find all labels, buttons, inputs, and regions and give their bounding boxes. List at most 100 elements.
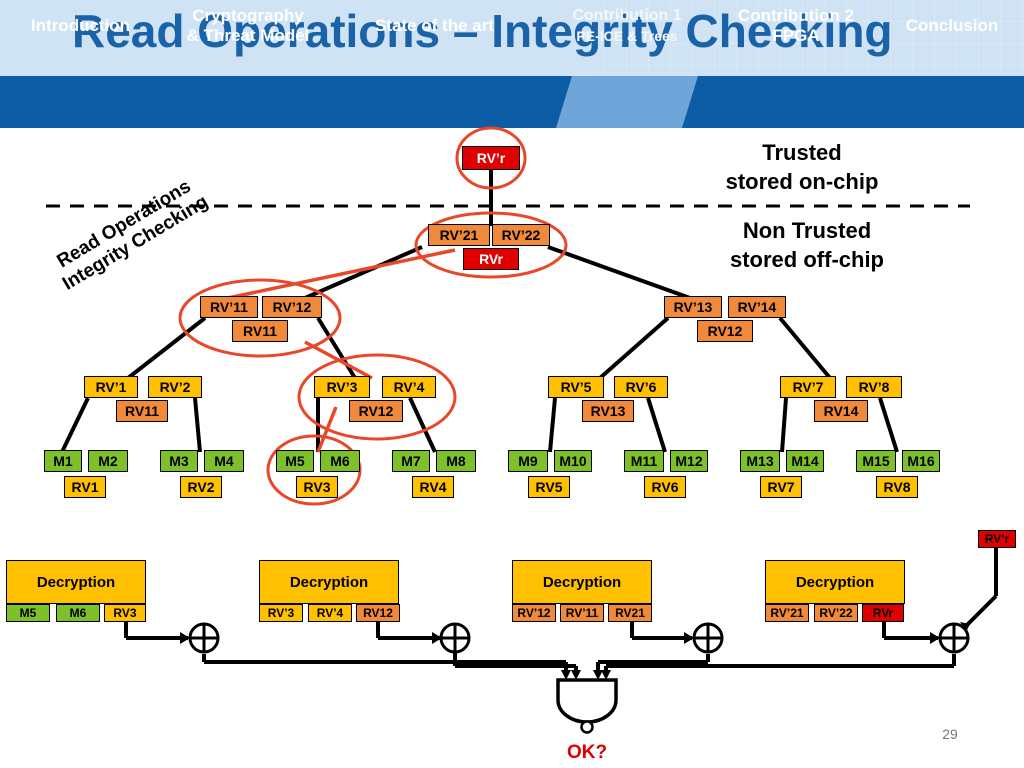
decryption-input: M5 (6, 604, 50, 622)
level1-rv-node: RV11 (116, 400, 168, 422)
nav-item-state-of-the-art[interactable]: State of the art (352, 0, 517, 52)
nav-item-label: Introduction (30, 16, 131, 35)
leaf-rv-node: RV3 (296, 476, 338, 498)
level1-node: RV’7 (780, 376, 836, 398)
leaf-memory-block: M8 (436, 450, 476, 472)
leaf-memory-block: M15 (856, 450, 896, 472)
nav-item-conclusion[interactable]: Conclusion (886, 0, 1018, 52)
result-label: OK? (566, 742, 608, 763)
decryption-input: RV’12 (512, 604, 556, 622)
level2-node: RV’14 (728, 296, 786, 318)
untrusted-label-line2: stored off-chip (730, 247, 884, 272)
leaf-rv-node: RV4 (412, 476, 454, 498)
leaf-memory-block: M1 (44, 450, 82, 472)
leaf-memory-block: M14 (786, 450, 824, 472)
leaf-memory-block: M13 (740, 450, 780, 472)
level3-rv-node: RVr (463, 248, 519, 270)
slide-header (0, 0, 1024, 76)
level2-node: RV’11 (200, 296, 258, 318)
leaf-rv-node: RV6 (644, 476, 686, 498)
decryption-block-2: Decryption (259, 560, 399, 604)
leaf-memory-block: M3 (160, 450, 198, 472)
leaf-memory-block: M6 (320, 450, 360, 472)
decryption-input: RV12 (356, 604, 400, 622)
leaf-rv-node: RV1 (64, 476, 106, 498)
tree-edges (60, 170, 899, 453)
nav-item-introduction[interactable]: Introduction (8, 0, 153, 52)
leaf-rv-node: RV5 (528, 476, 570, 498)
leaf-memory-block: M9 (508, 450, 548, 472)
level3-right-node: RV’22 (492, 224, 550, 246)
xor-crosses (190, 624, 968, 652)
level1-node: RV’1 (84, 376, 138, 398)
tree-root-node: RV’r (462, 146, 520, 170)
leaf-memory-block: M12 (670, 450, 708, 472)
level2-node: RV’12 (262, 296, 322, 318)
level1-node: RV’2 (148, 376, 202, 398)
level1-node: RV’3 (314, 376, 370, 398)
level3-left-node: RV’21 (428, 224, 490, 246)
leaf-rv-node: RV7 (760, 476, 802, 498)
decryption-input: RV’22 (814, 604, 858, 622)
leaf-memory-block: M2 (88, 450, 128, 472)
level1-node: RV’5 (548, 376, 604, 398)
highlight-ellipses (178, 126, 568, 506)
slide-title: Read Operations – Integrity Checking (72, 5, 893, 57)
nav-item-label: Cryptography (192, 6, 304, 25)
nav-item-label: Conclusion (905, 16, 999, 35)
nav-active-tab-background (556, 76, 698, 128)
leaf-memory-block: M4 (204, 450, 244, 472)
arrowheads (180, 622, 970, 680)
untrusted-label: Non Trusted stored off-chip (712, 216, 902, 274)
level1-rv-node: RV12 (349, 400, 403, 422)
nav-item-contribution-1[interactable]: Contribution 1 PE-ICE & Trees (556, 0, 698, 52)
level1-node: RV’8 (846, 376, 902, 398)
circuit-pattern (604, 0, 1024, 76)
xor-symbols (188, 622, 970, 654)
nav-item-contribution-2[interactable]: Contribution 2 FPGA (716, 0, 876, 52)
nav-item-label: State of the art (374, 16, 495, 35)
untrusted-label-line1: Non Trusted (742, 218, 872, 243)
nav-item-label: Contribution 1 (572, 7, 682, 24)
decryption-input: RV’3 (259, 604, 303, 622)
nav-item-label: Contribution 2 (737, 6, 855, 25)
nav-item-sublabel: & Threat Model (186, 26, 310, 45)
decryption-input: RV21 (608, 604, 652, 622)
leaf-memory-block: M5 (276, 450, 314, 472)
nav-item-cryptography[interactable]: Cryptography & Threat Model (168, 0, 328, 52)
level2-rv-node: RV11 (232, 320, 288, 342)
decryption-input: RV’4 (308, 604, 352, 622)
leaf-memory-block: M7 (392, 450, 430, 472)
decryption-input: RVr (862, 604, 904, 622)
level1-rv-node: RV14 (814, 400, 868, 422)
leaf-memory-block: M11 (624, 450, 664, 472)
leaf-memory-block: M10 (554, 450, 592, 472)
decryption-input: RV3 (104, 604, 146, 622)
navigation-bar (0, 76, 1024, 128)
level2-rv-node: RV12 (697, 320, 753, 342)
trusted-label-line1: Trusted (762, 140, 842, 165)
nav-item-sublabel: PE-ICE & Trees (576, 28, 678, 44)
leaf-memory-block: M16 (902, 450, 940, 472)
decryption-input: RV’21 (765, 604, 809, 622)
root-reference-node: RV’r (978, 530, 1016, 548)
decryption-block-4: Decryption (765, 560, 905, 604)
leaf-rv-node: RV8 (876, 476, 918, 498)
nav-item-sublabel: FPGA (772, 26, 820, 45)
level1-node: RV’4 (382, 376, 436, 398)
level2-node: RV’13 (664, 296, 722, 318)
nor-gate-bubble (580, 720, 594, 734)
decryption-input: RV’11 (560, 604, 604, 622)
decryption-block-1: Decryption (6, 560, 146, 604)
leaf-rv-node: RV2 (180, 476, 222, 498)
level1-rv-node: RV13 (582, 400, 634, 422)
level1-node: RV’6 (614, 376, 668, 398)
nor-gate (556, 678, 618, 724)
decryption-block-3: Decryption (512, 560, 652, 604)
decryption-input: M6 (56, 604, 100, 622)
circuit-lines (124, 548, 998, 672)
page-number: 29 (942, 726, 958, 742)
trusted-label: Trusted stored on-chip (712, 138, 892, 196)
trusted-label-line2: stored on-chip (725, 169, 879, 194)
